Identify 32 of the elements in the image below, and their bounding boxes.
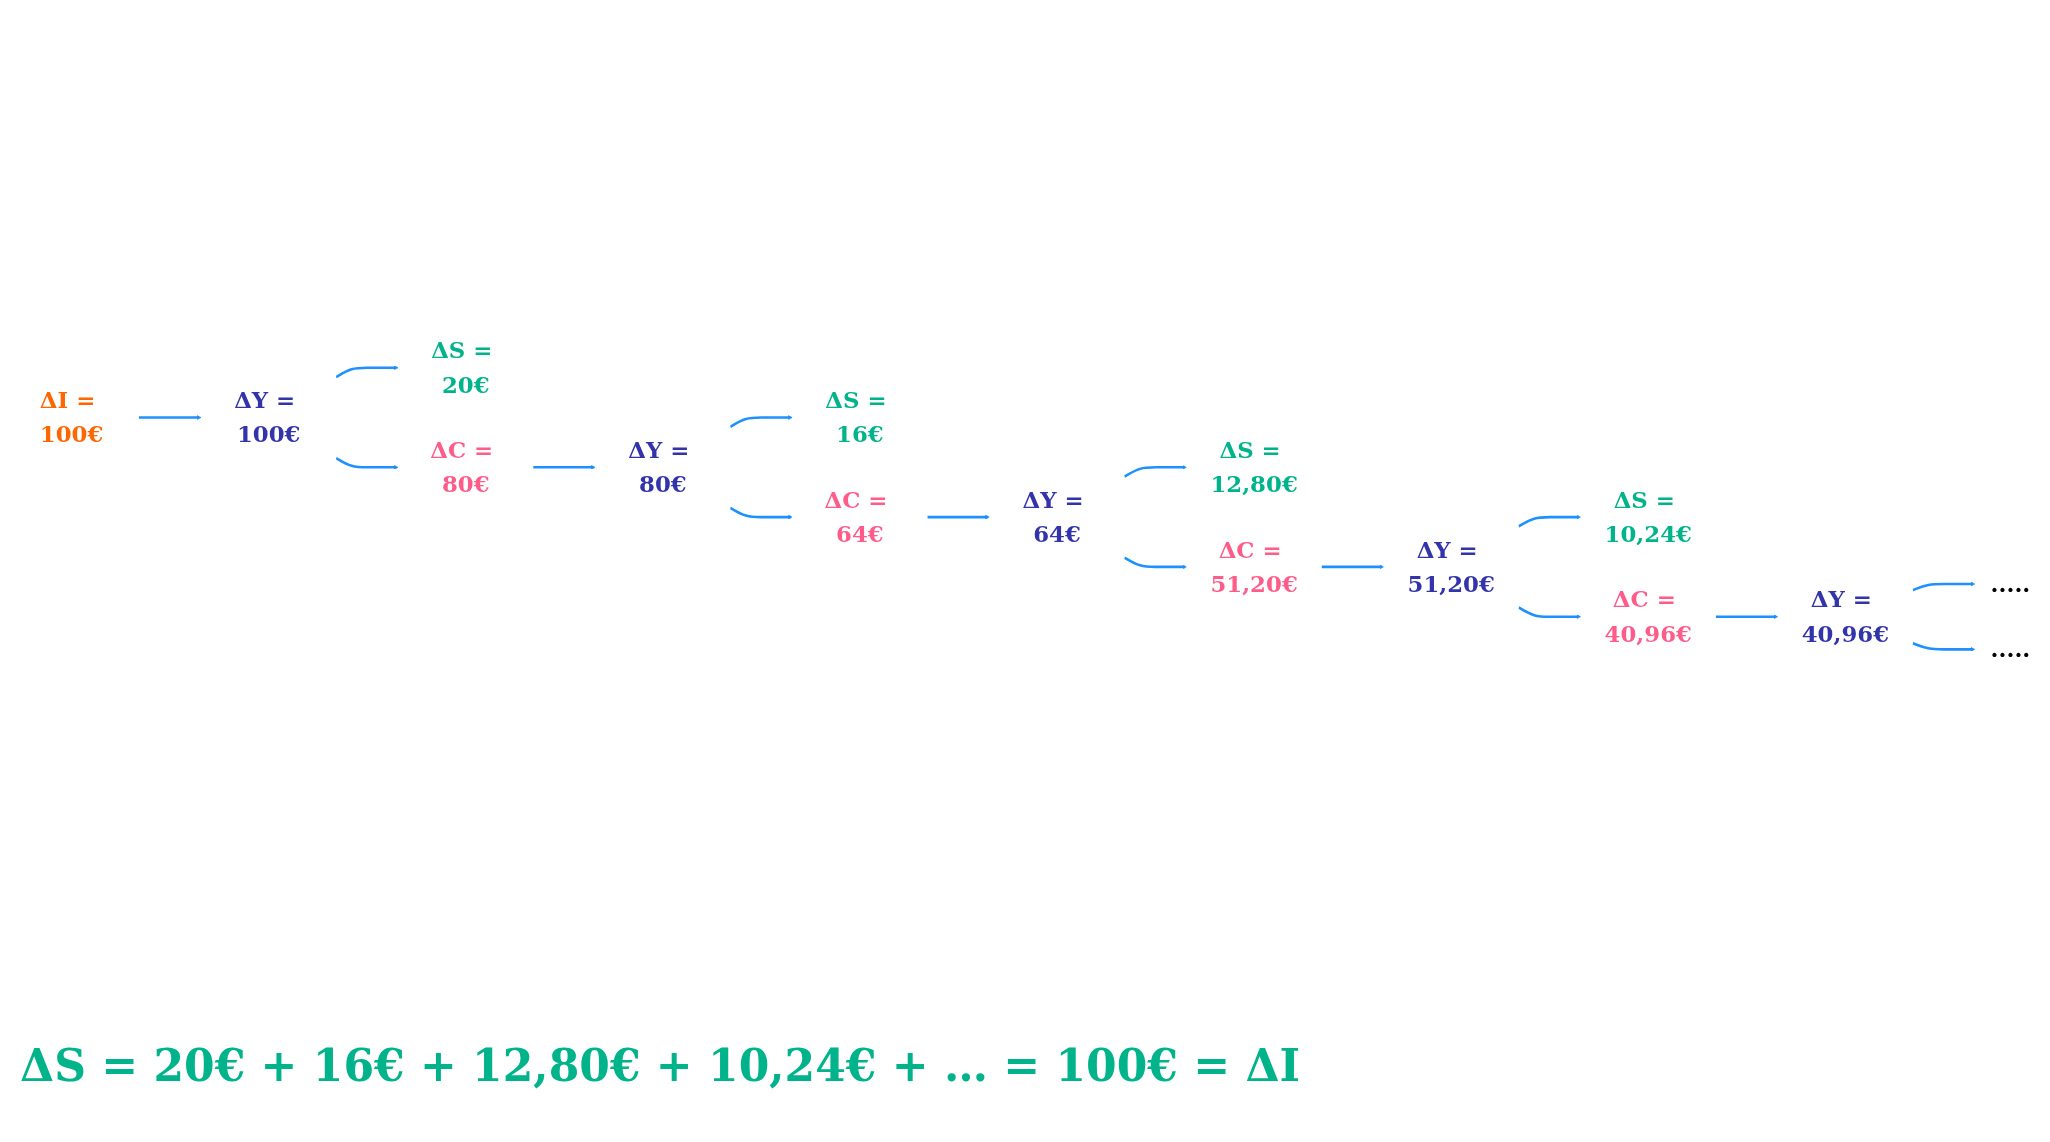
arrow — [335, 456, 399, 470]
arrow — [1912, 642, 1976, 652]
node-text: ..... — [1990, 635, 2031, 663]
node-text: ΔS = 16€ — [825, 386, 887, 448]
node-text: ΔY = 80€ — [628, 436, 690, 498]
sum-equation: ΔS = 20€ + 16€ + 12,80€ + 10,24€ + … = 100€ = ΔI — [20, 1040, 1301, 1091]
node-text: ..... — [1990, 570, 2031, 597]
arrow — [1123, 556, 1187, 570]
node-text: ΔC = 51,20€ — [1210, 536, 1298, 597]
node-text: ΔC = 40,96€ — [1604, 586, 1692, 647]
node-text: ΔY = 51,20€ — [1407, 536, 1495, 597]
node-text: ΔI = 100€ — [39, 386, 104, 448]
node-text: ΔY = 100€ — [234, 386, 301, 448]
arrow — [729, 506, 793, 520]
arrow — [729, 415, 793, 428]
node-text: ΔS = 10,24€ — [1604, 486, 1692, 548]
node-text: ΔS = 12,80€ — [1210, 436, 1298, 498]
arrow — [1321, 564, 1384, 570]
node-text: ΔY = 40,96€ — [1801, 586, 1890, 647]
arrow — [927, 514, 990, 520]
node-text: ΔC = 80€ — [430, 436, 494, 498]
node-text: ΔC = 64€ — [824, 486, 888, 548]
arrow — [1912, 581, 1976, 592]
arrow — [1517, 514, 1582, 528]
arrow — [139, 415, 202, 420]
arrow — [1123, 465, 1187, 478]
arrow — [533, 465, 596, 470]
arrow — [1517, 606, 1582, 619]
arrow — [335, 365, 399, 379]
node-text: ΔS = 20€ — [431, 337, 493, 398]
node-text: ΔY = 64€ — [1022, 486, 1084, 548]
arrow — [1715, 614, 1779, 619]
